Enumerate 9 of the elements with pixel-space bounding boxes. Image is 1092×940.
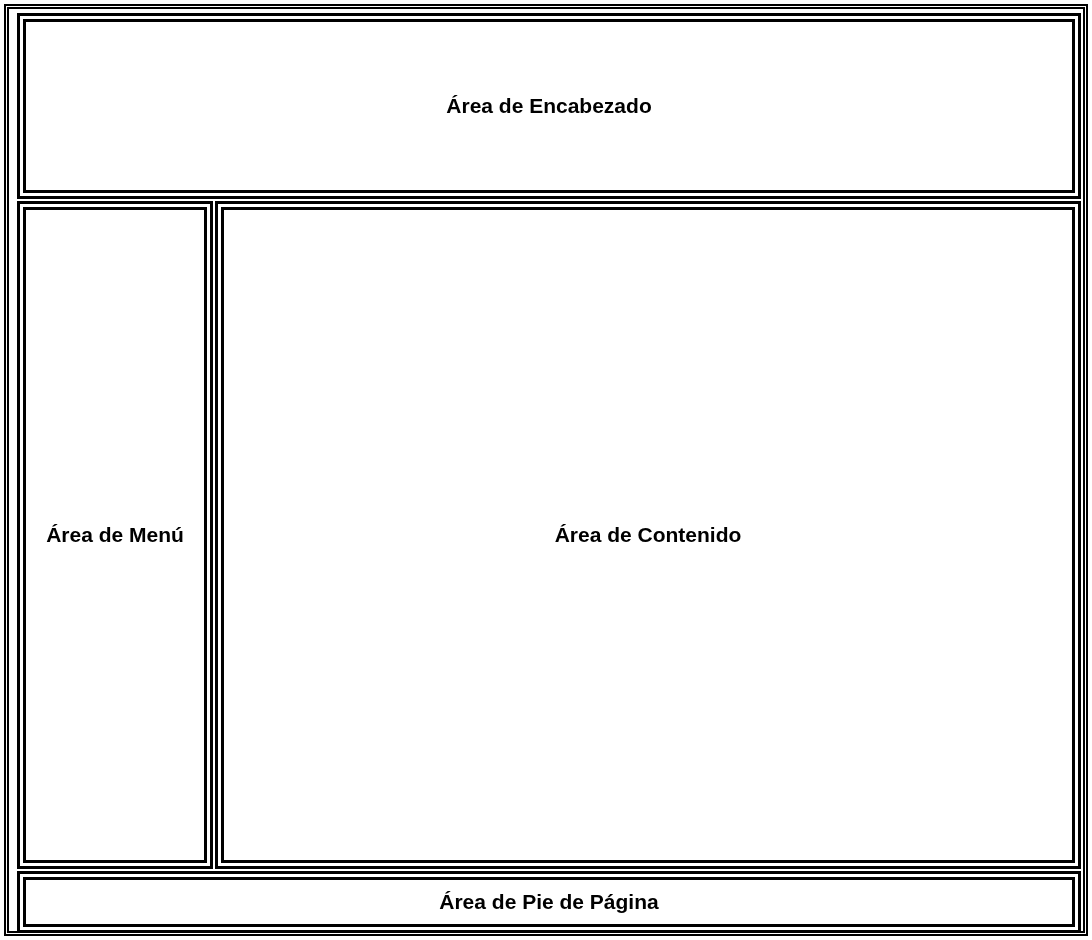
footer-region [17, 871, 1081, 933]
region-label: Área de Menú [46, 523, 184, 547]
region-label: Área de Contenido [554, 523, 742, 547]
header-region [17, 13, 1081, 199]
menu-region [17, 201, 213, 869]
region-label: Área de Encabezado [446, 94, 652, 118]
page-frame [4, 4, 1088, 936]
region-label: Área de Pie de Página [439, 890, 659, 914]
content-region [215, 201, 1081, 869]
